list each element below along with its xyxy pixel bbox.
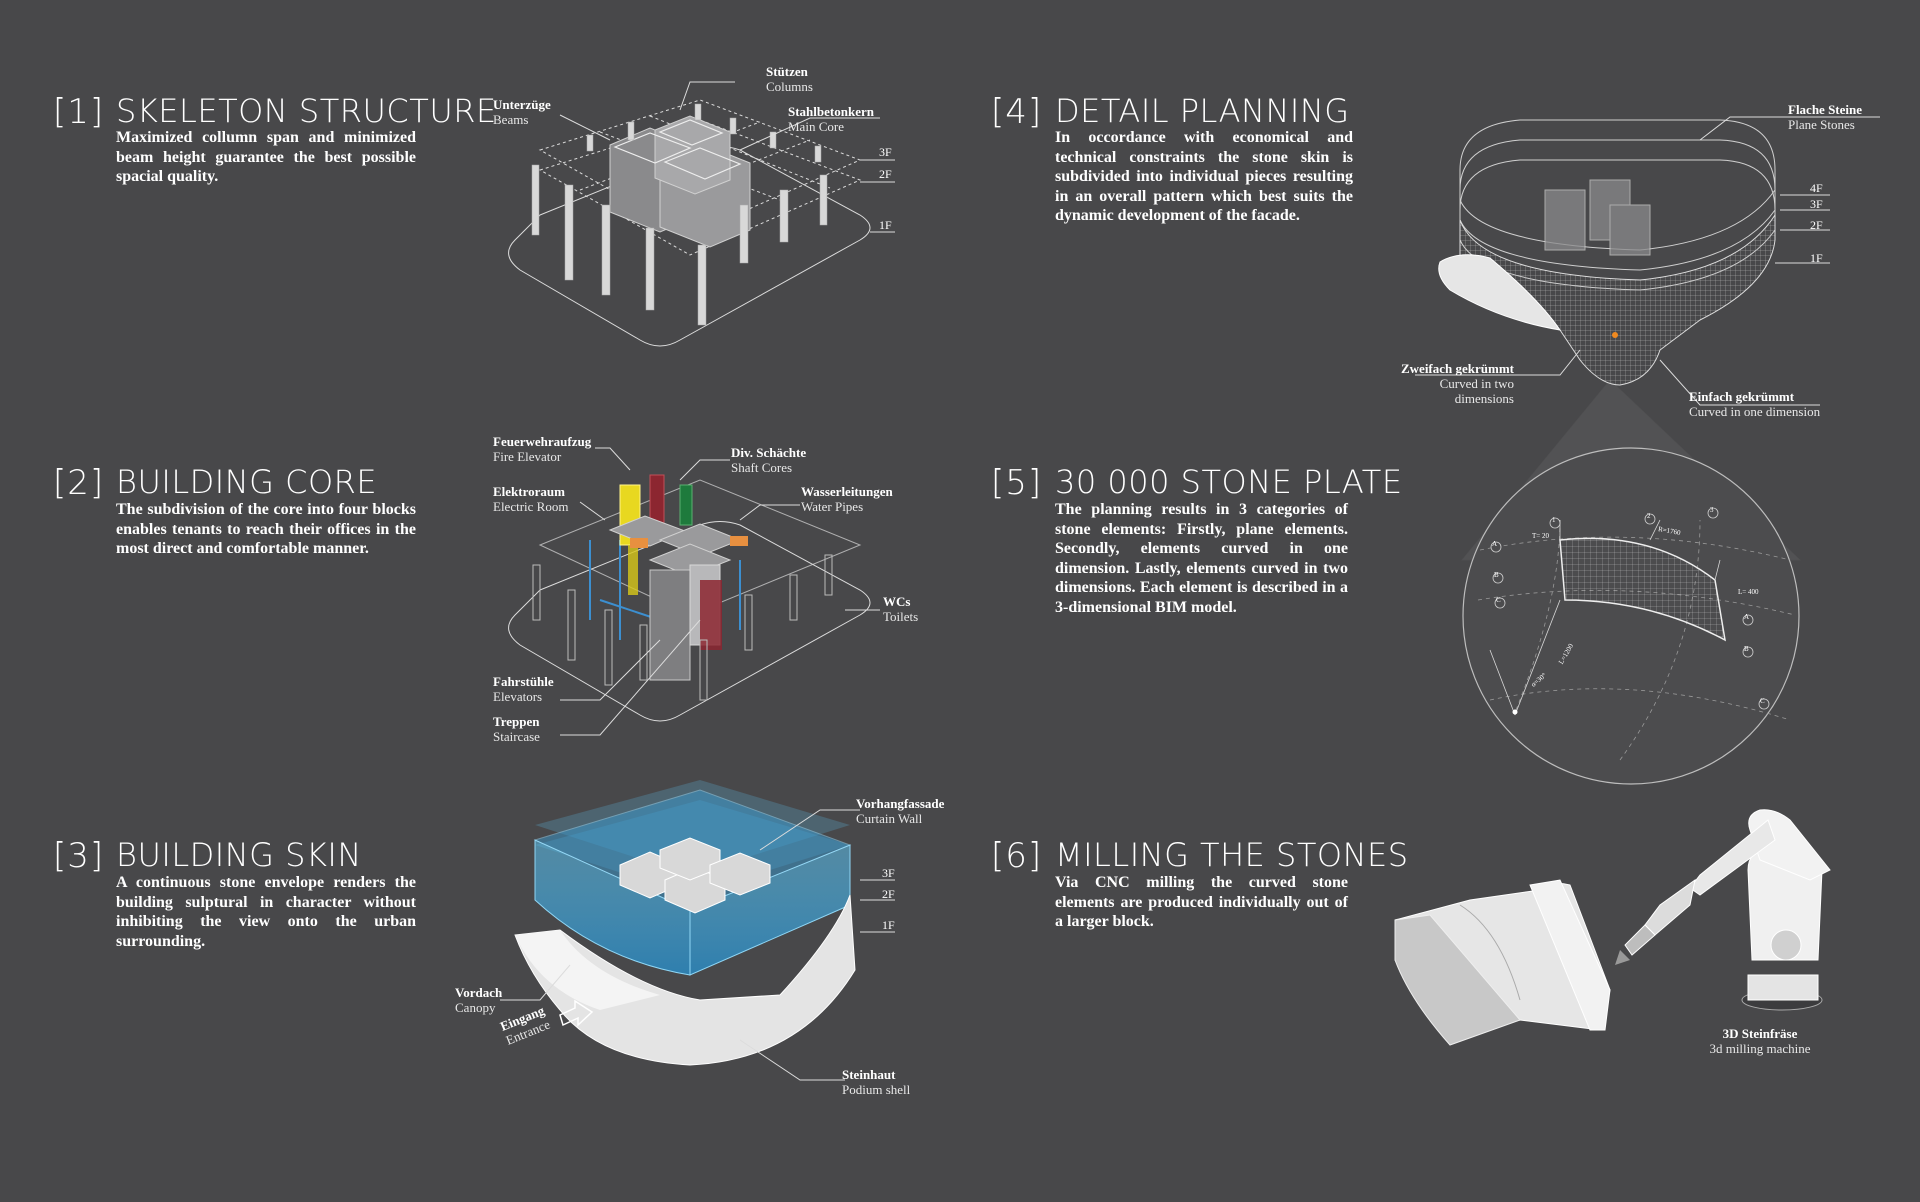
label-skin-3f: 3F	[882, 866, 895, 880]
marker-1: 1	[1552, 516, 1556, 524]
section-6-description: Via CNC milling the curved stone element…	[1055, 874, 1348, 930]
label-skeleton-2f: 2F	[879, 167, 892, 181]
marker-2: 2	[1647, 512, 1651, 520]
marker-c-right: C	[1760, 697, 1765, 705]
marker-b-right: B	[1744, 645, 1749, 653]
label-skeleton-3f: 3F	[879, 145, 892, 159]
marker-c-left: C	[1496, 596, 1501, 604]
section-2-description: The subdivision of the core into four bl…	[116, 501, 416, 557]
section-5-description: The planning results in 3 categories of …	[1055, 501, 1348, 616]
section-4-title: DETAIL PLANNING	[1055, 92, 1350, 130]
section-6-title: MILLING THE STONES	[1055, 836, 1409, 874]
section-5-title: 30 000 STONE PLATE	[1055, 463, 1403, 501]
section-1-title: SKELETON STRUCTURE	[116, 92, 497, 130]
label-skin-2f: 2F	[882, 887, 895, 901]
marker-3: 3	[1710, 506, 1714, 514]
marker-a-right: A	[1744, 613, 1750, 621]
label-skin-1f: 1F	[882, 918, 895, 932]
section-5-number: [5]	[991, 463, 1043, 503]
section-4-description: In occordance with economical and techni…	[1055, 129, 1353, 224]
section-4-number: [4]	[991, 92, 1043, 132]
section-1-number: [1]	[53, 92, 105, 132]
label-detail-3f: 3F	[1810, 197, 1823, 211]
section-2-title: BUILDING CORE	[116, 463, 378, 501]
label-detail-1f: 1F	[1810, 251, 1823, 265]
label-detail-2f: 2F	[1810, 218, 1823, 232]
section-3-number: [3]	[53, 836, 105, 876]
section-1-description: Maximized collumn span and minimized bea…	[116, 129, 416, 185]
marker-a-left: A	[1492, 540, 1498, 548]
dim-length-2: L= 400	[1738, 588, 1759, 596]
marker-b-left: B	[1494, 571, 1499, 579]
section-3-title: BUILDING SKIN	[116, 836, 362, 874]
section-2-number: [2]	[53, 463, 105, 503]
label-skeleton-1f: 1F	[879, 218, 892, 232]
section-6-number: [6]	[991, 836, 1043, 876]
section-3-description: A continuous stone envelope renders the …	[116, 874, 416, 950]
dim-thickness: T= 20	[1532, 532, 1549, 540]
label-detail-4f: 4F	[1810, 181, 1823, 195]
